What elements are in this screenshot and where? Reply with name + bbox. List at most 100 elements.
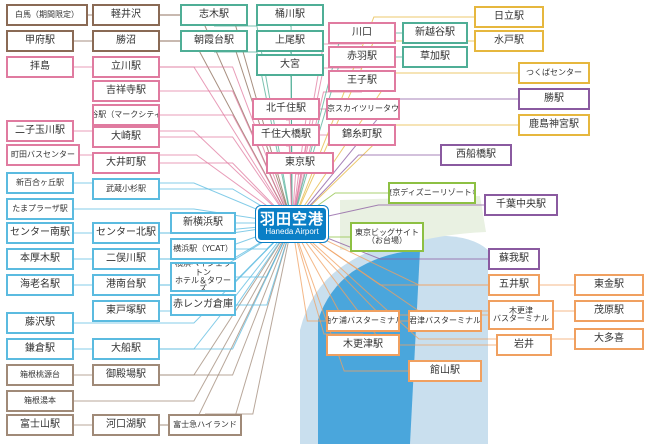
station-label: 横浜ベイシェラトン ホテル＆タワーズ	[175, 262, 231, 292]
station-label: 千葉中央駅	[496, 198, 546, 210]
station-kichijoji[interactable]: 吉祥寺駅	[92, 80, 160, 102]
station-hakone-togendai[interactable]: 箱根桃源台	[6, 364, 74, 386]
station-label: 袖ケ浦バスターミナル	[326, 315, 400, 325]
station-mito[interactable]: 水戸駅	[474, 30, 544, 52]
station-iwai[interactable]: 岩井	[496, 334, 552, 356]
station-label: 甲府駅	[25, 34, 55, 46]
station-skytree[interactable]: 東京スカイツリータウン	[326, 98, 400, 120]
station-tamaplaza[interactable]: たまプラーザ駅	[6, 198, 74, 220]
station-shinkoshigaya[interactable]: 新越谷駅	[402, 22, 468, 44]
station-hitachi[interactable]: 日立駅	[474, 6, 544, 28]
station-chibachuo[interactable]: 千葉中央駅	[484, 194, 558, 216]
station-senjuohashi[interactable]: 千住大橋駅	[252, 124, 320, 146]
station-label: 御殿場駅	[106, 368, 146, 380]
station-nishifunabashi[interactable]: 西船橋駅	[440, 144, 512, 166]
station-futamatagawa[interactable]: 二俣川駅	[92, 248, 160, 270]
station-akabane[interactable]: 赤羽駅	[328, 46, 396, 68]
station-shiki[interactable]: 志木駅	[180, 4, 248, 26]
station-oimachi[interactable]: 大井町駅	[92, 152, 160, 174]
station-kawaguchiko[interactable]: 河口湖駅	[92, 414, 160, 436]
station-futako[interactable]: 二子玉川駅	[6, 120, 74, 142]
station-honatsugi[interactable]: 本厚木駅	[6, 248, 74, 270]
station-kashimajingu[interactable]: 鹿島神宮駅	[518, 114, 590, 136]
station-fujikyu[interactable]: 富士急ハイランド	[168, 414, 242, 436]
station-kitasenju[interactable]: 北千住駅	[252, 98, 320, 120]
route-line-gotemba	[160, 223, 293, 376]
station-label: 渋谷駅（マークシティ）	[94, 109, 158, 119]
station-mobara[interactable]: 茂原駅	[574, 300, 644, 322]
station-soka[interactable]: 草加駅	[402, 46, 468, 68]
station-label: 東金駅	[594, 278, 624, 290]
station-karuizawa[interactable]: 軽井沢	[92, 4, 160, 26]
route-line-senjuohashi	[286, 145, 293, 225]
station-label: 茂原駅	[594, 304, 624, 316]
station-label: 二子玉川駅	[15, 124, 65, 136]
station-oji[interactable]: 王子駅	[328, 70, 396, 92]
haneda-airport-hub[interactable]: 羽田空港 Haneda Airport	[256, 206, 328, 242]
station-musashikosugi[interactable]: 武蔵小杉駅	[92, 178, 160, 200]
station-hakuba[interactable]: 白馬（期間限定）	[6, 4, 88, 26]
station-label: 海老名駅	[20, 278, 60, 290]
station-akarenga[interactable]: 赤レンガ倉庫	[170, 294, 236, 316]
station-label: 軽井沢	[111, 8, 141, 20]
station-label: 千住大橋駅	[261, 128, 311, 140]
station-omiya[interactable]: 大宮	[256, 54, 324, 76]
station-tokyo[interactable]: 東京駅	[266, 152, 334, 174]
station-label: 東京ビッグサイト （お台場）	[355, 227, 419, 245]
station-label: 鹿島神宮駅	[529, 118, 579, 130]
station-kofu[interactable]: 甲府駅	[6, 30, 74, 52]
station-tateyama[interactable]: 館山駅	[408, 360, 482, 382]
station-kawaguchi[interactable]: 川口	[328, 22, 396, 44]
station-shinyuri[interactable]: 新百合ヶ丘駅	[6, 172, 74, 194]
station-sakura[interactable]: 勝駅	[518, 88, 590, 110]
station-shinyokohama[interactable]: 新横浜駅	[170, 212, 236, 234]
station-centerminami[interactable]: センター南駅	[6, 222, 74, 244]
station-isawa[interactable]: 拝島	[6, 56, 74, 78]
station-kimitsu-bus[interactable]: 君津バスターミナル	[408, 310, 482, 332]
station-togane[interactable]: 東金駅	[574, 274, 644, 296]
station-label: 大船駅	[111, 342, 141, 354]
station-label: 館山駅	[430, 364, 460, 376]
station-label: 桶川駅	[275, 8, 305, 20]
station-ebina[interactable]: 海老名駅	[6, 274, 74, 296]
station-higashitotsuka[interactable]: 東戸塚駅	[92, 300, 160, 322]
station-sheraton[interactable]: 横浜ベイシェラトン ホテル＆タワーズ	[170, 262, 236, 292]
station-label: 赤羽駅	[347, 50, 377, 62]
station-shibuya[interactable]: 渋谷駅（マークシティ）	[92, 104, 160, 126]
route-line-osaki	[160, 136, 293, 225]
station-fujisan[interactable]: 富士山駅	[6, 414, 74, 436]
station-konandai[interactable]: 港南台駅	[92, 274, 160, 296]
station-hakone-yumoto[interactable]: 箱根湯本	[6, 390, 74, 412]
station-tsukuba[interactable]: つくばセンター	[518, 62, 590, 84]
station-bigsight[interactable]: 東京ビッグサイト （お台場）	[350, 222, 424, 252]
station-kinshicho[interactable]: 錦糸町駅	[328, 124, 396, 146]
station-osaki[interactable]: 大崎駅	[92, 126, 160, 148]
station-ofuna[interactable]: 大船駅	[92, 338, 160, 360]
station-asakadai[interactable]: 朝霞台駅	[180, 30, 248, 52]
station-disney[interactable]: 「東京ディズニーリゾート®」	[388, 182, 476, 204]
station-goi[interactable]: 五井駅	[488, 274, 540, 296]
station-label: 立川駅	[111, 60, 141, 72]
station-otaki[interactable]: 大多喜	[574, 328, 644, 350]
station-centerkita[interactable]: センター北駅	[92, 222, 160, 244]
station-sodegaura[interactable]: 袖ケ浦バスターミナル	[326, 310, 400, 332]
station-soga[interactable]: 蘇我駅	[488, 248, 540, 270]
station-tachikawa[interactable]: 立川駅	[92, 56, 160, 78]
station-kamakura[interactable]: 鎌倉駅	[6, 338, 74, 360]
station-label: 富士急ハイランド	[173, 419, 237, 429]
station-kisarazu[interactable]: 木更津駅	[326, 334, 400, 356]
station-katsunuma[interactable]: 勝沼	[92, 30, 160, 52]
station-okegawa[interactable]: 桶川駅	[256, 4, 324, 26]
station-label: 武蔵小杉駅	[106, 183, 146, 193]
route-line-shibuya	[160, 114, 293, 225]
station-kisarazu-bus[interactable]: 木更津 バスターミナル	[488, 300, 554, 330]
station-label: 大宮	[280, 58, 300, 70]
station-label: 鎌倉駅	[25, 342, 55, 354]
station-ageo[interactable]: 上尾駅	[256, 30, 324, 52]
station-ycat[interactable]: 横浜駅（YCAT）	[170, 238, 236, 260]
station-machida[interactable]: 町田バスセンター	[6, 144, 80, 166]
station-fujisawa[interactable]: 藤沢駅	[6, 312, 74, 334]
station-label: 東京駅	[285, 156, 315, 168]
station-label: 本厚木駅	[20, 252, 60, 264]
station-gotemba[interactable]: 御殿場駅	[92, 364, 160, 386]
